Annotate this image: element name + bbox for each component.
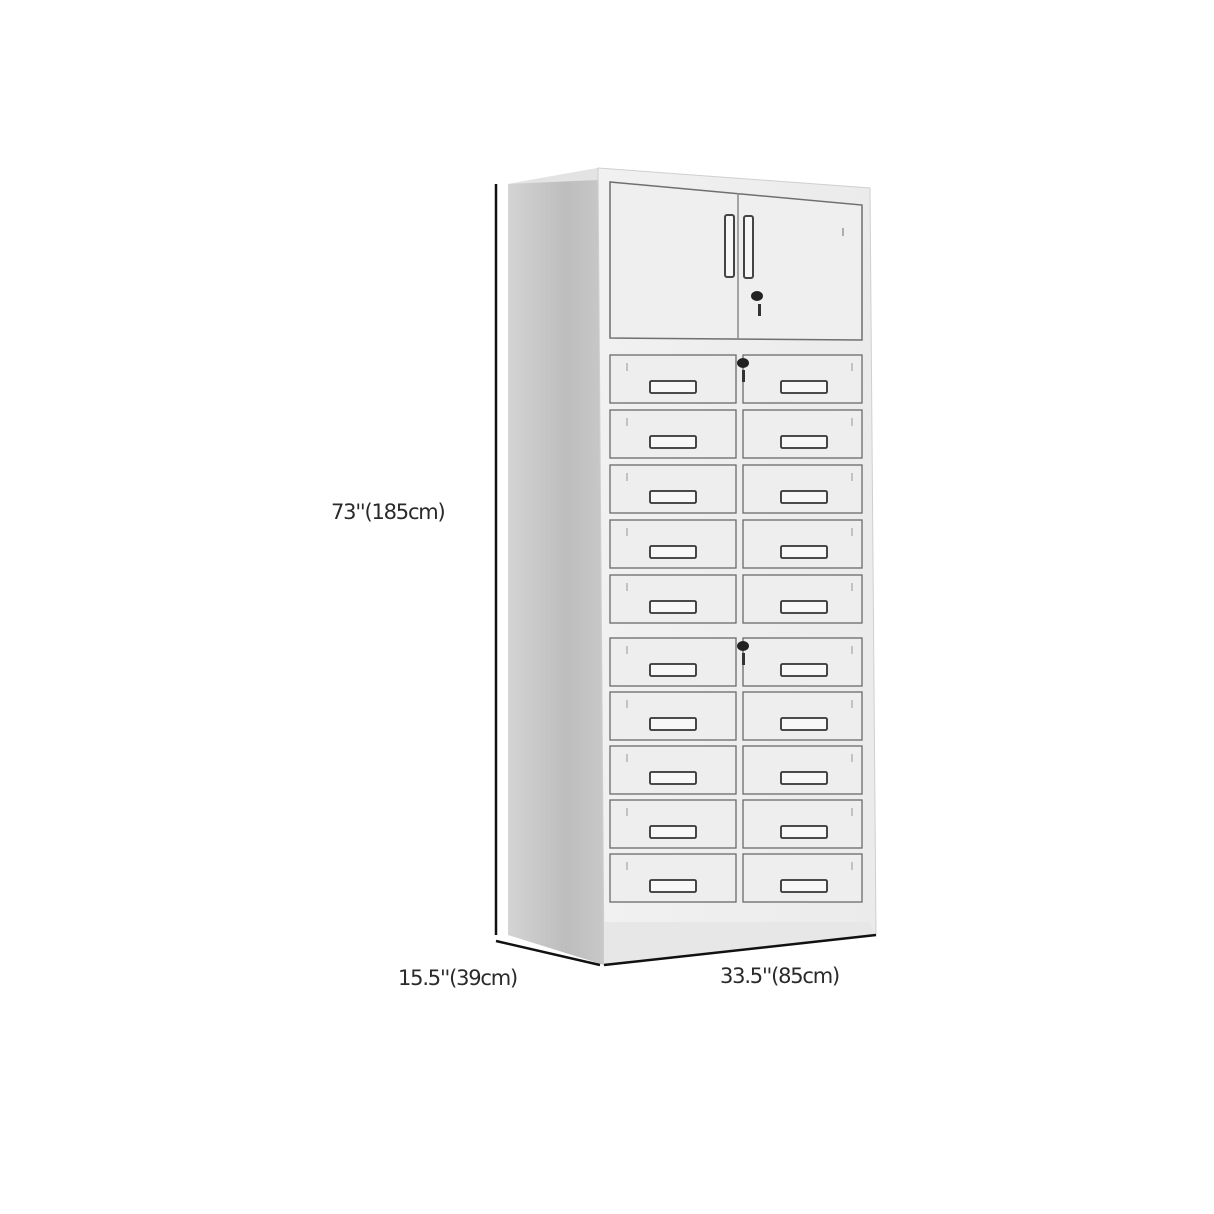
drawer-handle-icon (649, 545, 697, 559)
drawer-grid (609, 354, 863, 903)
height-label: 73''(185cm) (331, 500, 446, 524)
lock-icon (737, 358, 749, 382)
drawer-handle-icon (649, 771, 697, 785)
drawer-front (742, 409, 863, 459)
drawer-handle-icon (780, 663, 828, 677)
drawer-handle-icon (780, 600, 828, 614)
drawer-front (609, 574, 737, 624)
drawer-handle-icon (780, 490, 828, 504)
drawer-front (609, 637, 737, 687)
drawer-handle-icon (649, 380, 697, 394)
drawer-front (742, 691, 863, 741)
door-handle-icon (724, 214, 754, 279)
drawer-front (742, 853, 863, 903)
drawer-front (609, 691, 737, 741)
drawer-front (609, 354, 737, 404)
lock-icon (751, 291, 763, 316)
drawer-handle-icon (649, 663, 697, 677)
drawer-handle-icon (649, 879, 697, 893)
drawer-handle-icon (780, 545, 828, 559)
drawer-handle-icon (780, 380, 828, 394)
drawer-front (609, 853, 737, 903)
drawer-handle-icon (649, 825, 697, 839)
top-door-cabinet (609, 181, 863, 341)
drawer-front (742, 799, 863, 849)
drawer-front (609, 799, 737, 849)
lock-icon (737, 641, 749, 665)
drawer-front (742, 745, 863, 795)
drawer-handle-icon (649, 435, 697, 449)
drawer-front (742, 574, 863, 624)
drawer-handle-icon (649, 600, 697, 614)
drawer-handle-icon (780, 717, 828, 731)
drawer-front (742, 354, 863, 404)
drawer-front (609, 519, 737, 569)
drawer-handle-icon (780, 825, 828, 839)
drawer-front (609, 409, 737, 459)
drawer-handle-icon (649, 490, 697, 504)
drawer-front (742, 519, 863, 569)
width-label: 33.5''(85cm) (720, 964, 840, 988)
cabinet-plinth (604, 922, 876, 965)
depth-label: 15.5''(39cm) (398, 966, 518, 990)
drawer-front (609, 745, 737, 795)
drawer-front (742, 637, 863, 687)
width-dimension-line (603, 933, 877, 967)
drawer-handle-icon (649, 717, 697, 731)
dimension-lines (494, 184, 877, 967)
depth-dimension-line (495, 939, 601, 967)
drawer-handle-icon (780, 879, 828, 893)
drawer-front (609, 464, 737, 514)
drawer-handle-icon (780, 771, 828, 785)
drawer-front (742, 464, 863, 514)
drawer-handle-icon (780, 435, 828, 449)
